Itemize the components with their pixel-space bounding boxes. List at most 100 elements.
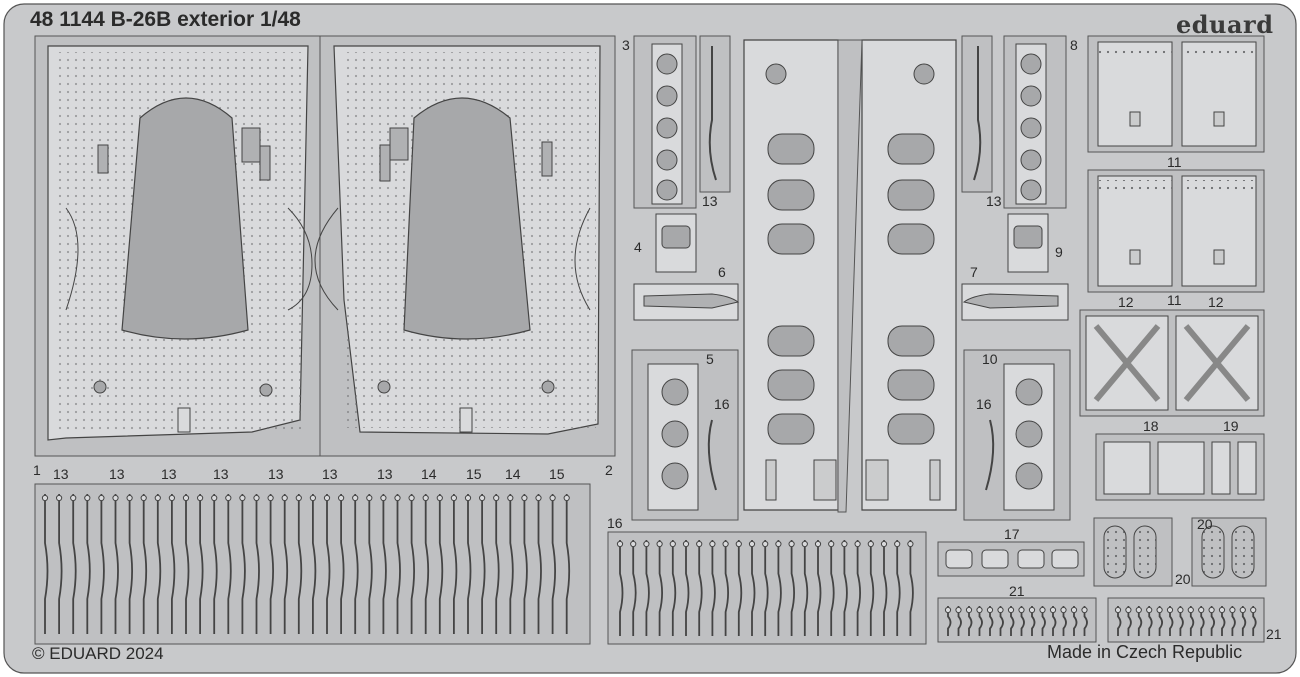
part-number-11a: 11 — [1167, 154, 1182, 170]
linkage-strip — [777, 540, 782, 636]
part-8-strip — [1003, 35, 1067, 209]
strip-tab — [748, 540, 756, 548]
strip-tab — [267, 494, 274, 502]
strip-tab — [616, 540, 624, 548]
strip-tab — [154, 494, 161, 502]
strip-tab — [1156, 606, 1163, 614]
part-13-left-strip — [699, 35, 731, 193]
linkage-strip — [1041, 606, 1046, 636]
linkage-strip — [1062, 606, 1067, 636]
linkage-strip — [1010, 606, 1015, 636]
part-number-9: 9 — [1055, 244, 1063, 260]
strip-tab — [735, 540, 742, 548]
part-number-6: 6 — [718, 264, 726, 280]
part-number-11b: 11 — [1167, 292, 1182, 308]
part-number-bottom-6: 13 — [377, 466, 393, 482]
linkage-strip — [241, 494, 246, 634]
linkage-strip — [368, 494, 373, 634]
part-number-bottom-7: 14 — [421, 466, 437, 482]
strip-tab — [1007, 606, 1015, 614]
linkage-strip — [947, 606, 952, 636]
linkage-strip — [312, 494, 317, 634]
linkage-strip — [523, 494, 528, 634]
part-18-19 — [1095, 433, 1265, 501]
linkage-strip — [199, 494, 204, 634]
part-number-13b: 13 — [986, 193, 1002, 209]
linkage-strip — [114, 494, 119, 634]
part-number-19: 19 — [1223, 418, 1239, 434]
linkage-strip — [128, 494, 133, 634]
strip-tab — [1229, 606, 1236, 614]
sheet-title: 48 1144 B-26B exterior 1/48 — [30, 8, 301, 31]
strip-tab — [422, 494, 429, 502]
strip-row-13-15 — [34, 483, 591, 645]
part-number-20b: 20 — [1175, 571, 1191, 587]
strip-tab — [841, 540, 848, 548]
strip-tab — [563, 494, 570, 502]
linkage-strip — [869, 540, 875, 636]
linkage-strip — [453, 494, 458, 634]
linkage-strip — [438, 494, 444, 634]
strip-tab — [1070, 606, 1078, 614]
linkage-strip — [751, 540, 756, 636]
linkage-strip — [883, 540, 888, 636]
linkage-strip — [382, 494, 387, 634]
strip-tab — [801, 540, 808, 548]
strip-tab — [976, 606, 983, 614]
strip-tab — [1166, 606, 1174, 614]
part-number-bottom-3: 13 — [213, 466, 229, 482]
linkage-strip — [685, 540, 690, 636]
part-number-18: 18 — [1143, 418, 1159, 434]
strip-tab — [1146, 606, 1153, 614]
part-number-21b: 21 — [1266, 626, 1282, 642]
linkage-strip — [410, 494, 415, 634]
strip-tab — [762, 540, 769, 548]
strip-tab — [521, 494, 528, 502]
strip-tab — [84, 494, 91, 502]
part-1-panel — [34, 35, 321, 457]
strip-tab — [281, 494, 288, 502]
part-17-brackets — [937, 541, 1085, 577]
strip-tab — [696, 540, 703, 548]
linkage-strip — [565, 494, 571, 634]
linkage-strip — [1137, 606, 1143, 636]
strip-tab — [211, 494, 218, 502]
linkage-strip — [711, 540, 716, 636]
strip-row-16 — [607, 531, 927, 645]
linkage-strip — [999, 606, 1004, 636]
strip-tab — [894, 540, 901, 548]
linkage-strip — [1073, 606, 1078, 636]
linkage-strip — [537, 494, 542, 634]
part-number-13a: 13 — [702, 193, 718, 209]
linkage-strip — [185, 494, 190, 634]
linkage-strip — [856, 540, 861, 636]
strip-tab — [394, 494, 401, 502]
linkage-strip — [1052, 606, 1057, 636]
strip-tab — [408, 494, 415, 502]
linkage-strip — [213, 494, 218, 634]
strip-tab — [880, 540, 888, 548]
linkage-strip — [1179, 606, 1184, 636]
part-number-bottom-9: 14 — [505, 466, 521, 482]
strip-tab — [225, 494, 232, 502]
linkage-strip — [1127, 606, 1132, 636]
part-number-4: 4 — [634, 239, 642, 255]
strip-tab — [1039, 606, 1046, 614]
part-number-2: 2 — [605, 462, 613, 478]
linkage-strip — [803, 540, 809, 636]
linkage-strip — [58, 494, 63, 634]
strip-tab — [197, 494, 204, 502]
strip-tab — [56, 494, 63, 502]
origin-text: Made in Czech Republic — [1047, 642, 1243, 662]
linkage-strip — [1221, 606, 1226, 636]
linkage-strip — [1117, 606, 1122, 636]
strip-tab — [867, 540, 874, 548]
linkage-strip — [1200, 606, 1205, 636]
strip-tab — [464, 494, 472, 502]
linkage-strip — [817, 540, 822, 636]
strip-tab — [1187, 606, 1194, 614]
part-20-grilles — [1093, 517, 1267, 587]
strip-tab — [98, 494, 105, 502]
part-number-bottom-0: 13 — [53, 466, 69, 482]
